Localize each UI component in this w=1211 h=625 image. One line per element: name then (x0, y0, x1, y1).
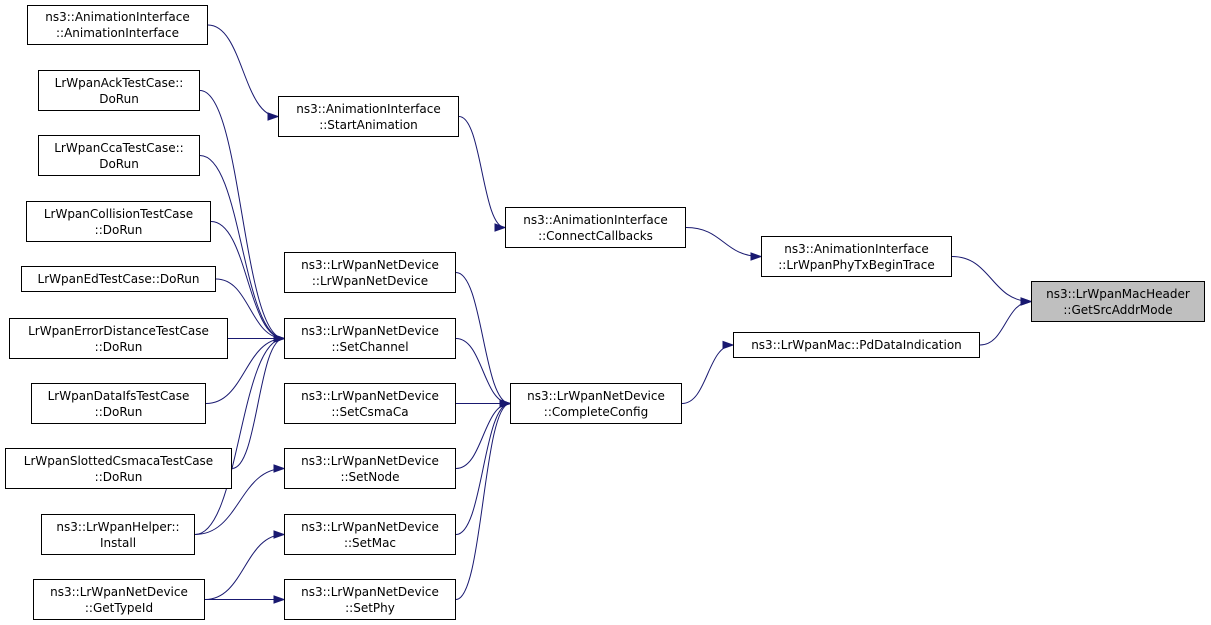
node-label-line: LrWpanCollisionTestCase (43, 206, 194, 221)
node-label-line: LrWpanAckTestCase:: (54, 75, 184, 90)
node-data-ifs-test-doRun[interactable]: LrWpanDataIfsTestCase ::DoRun (31, 383, 206, 424)
node-animation-interface-ctor[interactable]: ns3::AnimationInterface ::AnimationInter… (27, 5, 208, 45)
edge-anim_phytx-to-target (951, 256, 1032, 302)
edge-get_typeid-to-set_mac (204, 534, 285, 600)
node-label-line: LrWpanSlottedCsmacaTestCase (23, 453, 214, 468)
edge-helper_install-to-set_channel (194, 338, 285, 535)
node-label-line: ns3::AnimationInterface (523, 212, 668, 227)
node-label-line: ::DoRun (94, 469, 143, 484)
node-start-animation[interactable]: ns3::AnimationInterface ::StartAnimation (278, 96, 459, 137)
node-phy-tx-begin-trace[interactable]: ns3::AnimationInterface ::LrWpanPhyTxBeg… (761, 236, 952, 277)
node-label-line: ns3::LrWpanNetDevice (50, 584, 188, 599)
edge-slotted_test-to-set_channel (231, 338, 285, 469)
node-label-line: LrWpanDataIfsTestCase (47, 388, 190, 403)
node-label-line: ::SetChannel (331, 339, 409, 354)
node-label-line: ::SetMac (343, 535, 397, 550)
node-label-line: ns3::LrWpanMacHeader (1046, 286, 1190, 301)
node-pd-data-indication[interactable]: ns3::LrWpanMac::PdDataIndication (733, 332, 980, 358)
edge-arrowhead (499, 399, 512, 408)
node-get-type-id[interactable]: ns3::LrWpanNetDevice ::GetTypeId (33, 579, 205, 620)
node-ed-test-doRun[interactable]: LrWpanEdTestCase::DoRun (21, 266, 216, 292)
node-label-line: ns3::LrWpanNetDevice (301, 257, 439, 272)
node-label-line: ns3::LrWpanMac::PdDataIndication (751, 338, 962, 352)
node-label-line: LrWpanEdTestCase::DoRun (37, 272, 200, 286)
node-label-line: ::GetTypeId (84, 600, 154, 615)
node-error-distance-test-doRun[interactable]: LrWpanErrorDistanceTestCase ::DoRun (9, 318, 228, 359)
edge-helper_install-to-set_node (194, 468, 285, 535)
node-ack-test-doRun[interactable]: LrWpanAckTestCase:: DoRun (38, 70, 200, 111)
node-set-mac[interactable]: ns3::LrWpanNetDevice ::SetMac (284, 514, 456, 555)
edge-anim_ctor-to-anim_start (207, 24, 279, 117)
edge-arrowhead (273, 464, 286, 473)
node-label-line: ::StartAnimation (319, 117, 418, 132)
node-set-csmaca[interactable]: ns3::LrWpanNetDevice ::SetCsmaCa (284, 383, 456, 424)
node-set-phy[interactable]: ns3::LrWpanNetDevice ::SetPhy (284, 579, 456, 620)
node-label-line: ns3::LrWpanNetDevice (527, 388, 665, 403)
edge-anim_start-to-anim_connect (458, 116, 506, 228)
node-connect-callbacks[interactable]: ns3::AnimationInterface ::ConnectCallbac… (505, 207, 686, 248)
edge-arrowhead (267, 112, 280, 121)
node-netdevice-ctor[interactable]: ns3::LrWpanNetDevice ::LrWpanNetDevice (284, 252, 456, 293)
edge-dataifs_test-to-set_channel (205, 338, 285, 404)
edge-cca_test-to-set_channel (199, 155, 285, 339)
edge-ack_test-to-set_channel (199, 90, 285, 339)
node-label-line: ::DoRun (94, 222, 143, 237)
edge-set_phy-to-complete_config (455, 403, 511, 600)
node-label-line: ::SetCsmaCa (331, 404, 409, 419)
node-get-src-addr-mode[interactable]: ns3::LrWpanMacHeader ::GetSrcAddrMode (1031, 281, 1205, 322)
edge-netdev_ctor-to-complete_config (455, 272, 511, 404)
node-label-line: ::CompleteConfig (543, 404, 649, 419)
node-label-line: LrWpanCcaTestCase:: (54, 140, 184, 155)
edge-arrowhead (273, 595, 286, 604)
node-label-line: ::ConnectCallbacks (538, 228, 653, 243)
edge-arrowhead (722, 340, 735, 350)
node-label-line: Install (99, 535, 137, 550)
node-label-line: ns3::AnimationInterface (45, 10, 190, 24)
edge-arrowhead (750, 252, 763, 261)
edge-set_channel-to-complete_config (455, 338, 511, 404)
node-label-line: LrWpanErrorDistanceTestCase (28, 323, 209, 338)
node-label-line: ns3::LrWpanNetDevice (301, 453, 439, 468)
node-label-line: DoRun (99, 156, 139, 171)
edge-anim_connect-to-anim_phytx (685, 227, 762, 257)
node-label-line: ns3::LrWpanNetDevice (301, 519, 439, 534)
node-complete-config[interactable]: ns3::LrWpanNetDevice ::CompleteConfig (510, 383, 682, 424)
node-label-line: ns3::LrWpanHelper:: (56, 519, 180, 534)
edge-pd_data-to-target (979, 301, 1032, 346)
node-label-line: ns3::AnimationInterface (296, 101, 441, 116)
edge-set_node-to-complete_config (455, 403, 511, 469)
node-helper-install[interactable]: ns3::LrWpanHelper:: Install (41, 514, 195, 555)
node-cca-test-doRun[interactable]: LrWpanCcaTestCase:: DoRun (38, 135, 200, 176)
edge-set_mac-to-complete_config (455, 403, 511, 535)
node-collision-test-doRun[interactable]: LrWpanCollisionTestCase ::DoRun (26, 201, 211, 242)
node-label-line: ns3::LrWpanNetDevice (301, 388, 439, 403)
node-label-line: ::LrWpanPhyTxBeginTrace (778, 257, 935, 272)
node-set-node[interactable]: ns3::LrWpanNetDevice ::SetNode (284, 448, 456, 489)
node-label-line: ::LrWpanNetDevice (311, 273, 429, 288)
node-label-line: ::SetPhy (345, 600, 395, 615)
node-set-channel[interactable]: ns3::LrWpanNetDevice ::SetChannel (284, 318, 456, 359)
edge-complete_config-to-pd_data (681, 344, 734, 404)
node-slotted-csmaca-test-doRun[interactable]: LrWpanSlottedCsmacaTestCase ::DoRun (5, 448, 232, 489)
node-label-line: ns3::LrWpanNetDevice (301, 323, 439, 338)
node-label-line: ::AnimationInterface (56, 26, 179, 40)
edge-arrowhead (494, 223, 507, 232)
node-label-line: ns3::LrWpanNetDevice (301, 584, 439, 599)
node-label-line: ::GetSrcAddrMode (1063, 302, 1173, 317)
edge-collision_test-to-set_channel (210, 221, 285, 339)
edge-arrowhead (273, 530, 286, 539)
node-label-line: DoRun (99, 91, 139, 106)
edge-arrowhead (273, 334, 286, 343)
edge-arrowhead (1020, 297, 1033, 306)
node-label-line: ::DoRun (94, 339, 143, 354)
node-label-line: ::SetNode (340, 469, 400, 484)
node-label-line: ::DoRun (94, 404, 143, 419)
node-label-line: ns3::AnimationInterface (784, 241, 929, 256)
